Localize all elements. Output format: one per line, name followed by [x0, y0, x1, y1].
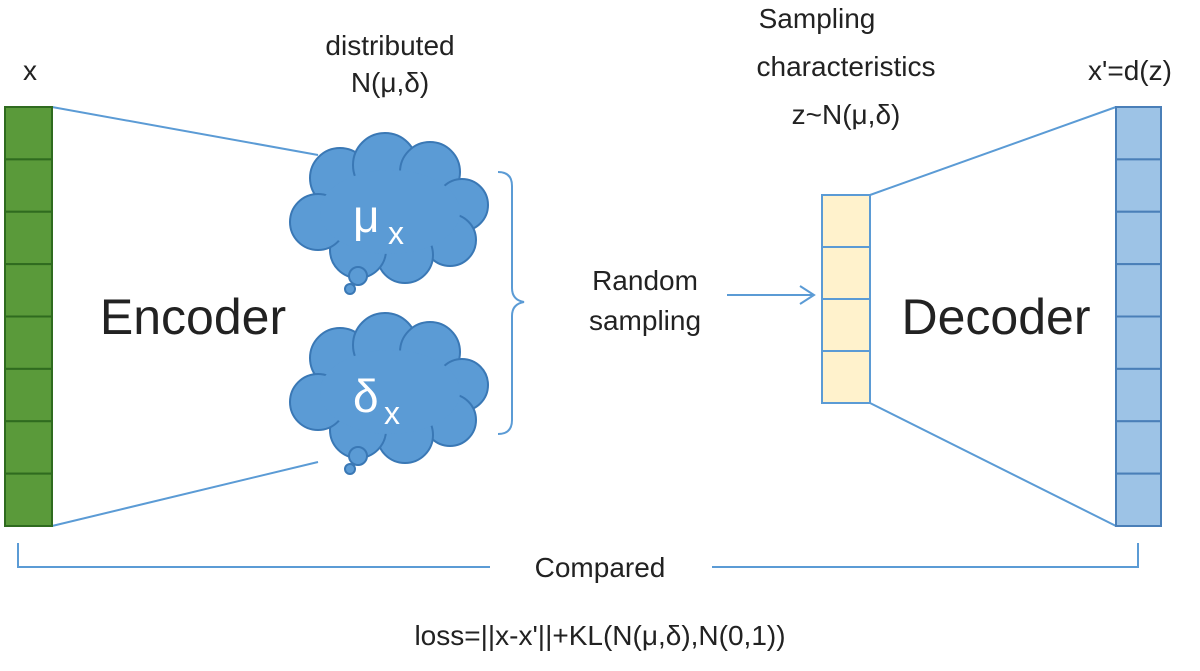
input-cell: [4, 315, 53, 370]
random-sampling-line2: sampling: [589, 305, 701, 336]
brace: [497, 171, 525, 435]
output-cell: [1115, 158, 1162, 213]
output-cell: [1115, 367, 1162, 423]
decoder-top-edge: [869, 106, 1117, 196]
output-vector: [1115, 106, 1162, 527]
output-label: x'=d(z): [1088, 55, 1172, 86]
output-cell: [1115, 263, 1162, 318]
decoder-label: Decoder: [902, 289, 1091, 345]
latent-vector: [821, 194, 871, 404]
latent-cell: [821, 350, 871, 404]
mu-symbol: μ: [353, 190, 380, 242]
encoder-label: Encoder: [100, 289, 286, 345]
delta-subscript: x: [384, 395, 400, 431]
output-cell: [1115, 106, 1162, 161]
latent-cell: [821, 194, 871, 248]
distribution-label: distributed: [325, 30, 454, 61]
input-cell: [4, 367, 53, 423]
random-sampling-line1: Random: [592, 265, 698, 296]
input-cell: [4, 263, 53, 318]
input-cell: [4, 420, 53, 475]
delta-cloud-icon: δ x: [289, 312, 489, 475]
input-cell: [4, 106, 53, 161]
output-cell: [1115, 210, 1162, 266]
output-cell: [1115, 315, 1162, 370]
latent-cell: [821, 298, 871, 352]
latent-cell: [821, 246, 871, 300]
compared-bracket-left: [17, 543, 490, 568]
compared-bracket-right: [712, 543, 1139, 568]
decoder-bottom-edge: [869, 402, 1117, 527]
input-label: x: [23, 55, 37, 86]
encoder-top-edge: [51, 106, 319, 156]
input-cell: [4, 472, 53, 527]
mu-cloud-icon: μ x: [289, 132, 489, 295]
sampling-label-line1: Sampling: [759, 3, 876, 34]
output-cell: [1115, 420, 1162, 475]
delta-symbol: δ: [353, 370, 379, 422]
mu-subscript: x: [388, 215, 404, 251]
sampling-label-line2: characteristics: [757, 51, 936, 82]
arrow-head-icon: [799, 285, 816, 305]
sampling-label-line3: z~N(μ,δ): [792, 99, 901, 130]
input-vector: [4, 106, 53, 527]
input-cell: [4, 158, 53, 213]
encoder-bottom-edge: [51, 461, 319, 527]
compared-label: Compared: [535, 552, 666, 583]
loss-formula: loss=||x-x'||+KL(N(μ,δ),N(0,1)): [414, 620, 785, 651]
input-cell: [4, 210, 53, 266]
output-cell: [1115, 472, 1162, 527]
distribution-formula: N(μ,δ): [351, 67, 429, 98]
